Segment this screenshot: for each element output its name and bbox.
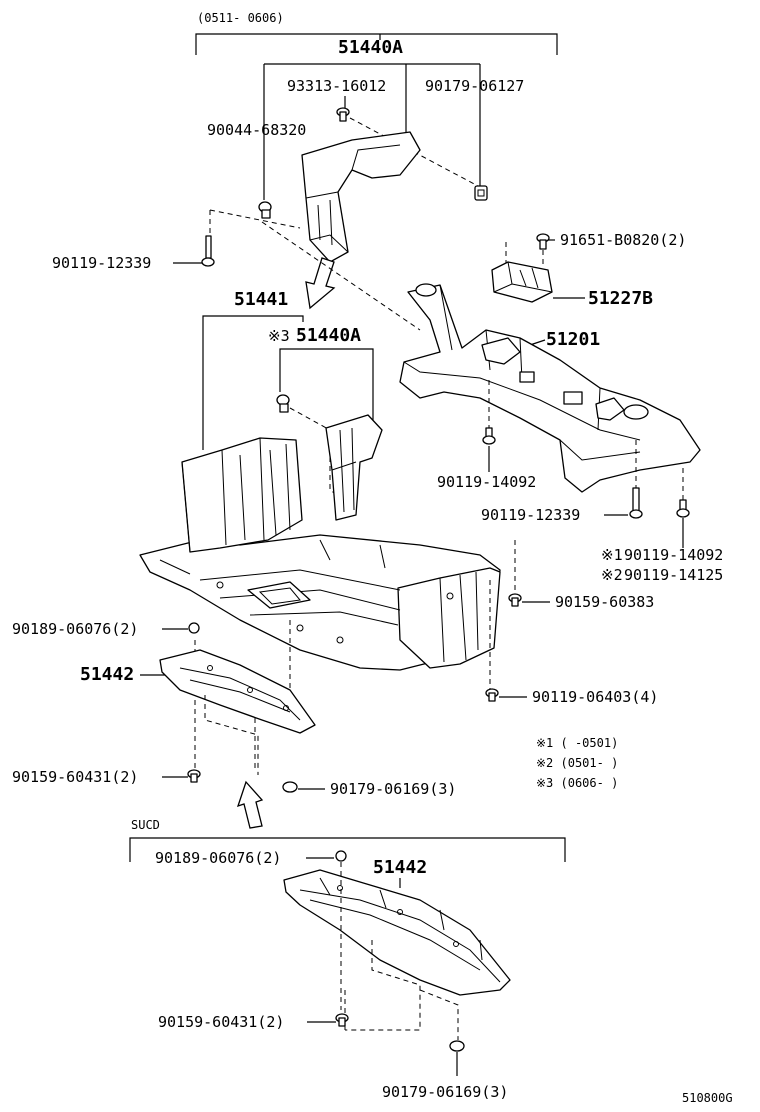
label-51441: 51441 bbox=[234, 289, 288, 310]
label-51440A-mid-mark: ※3 bbox=[268, 327, 290, 345]
leader-51440A-mid bbox=[279, 348, 374, 420]
label-sucd: SUCD bbox=[131, 818, 160, 832]
label-90189-06076-a: 90189-06076(2) bbox=[12, 620, 138, 638]
part-51442-upper bbox=[159, 649, 316, 734]
label-90119-14125: 90119-14125 bbox=[624, 566, 723, 584]
bolt-91651-B0820 bbox=[536, 233, 550, 250]
nut-90179-06169-b bbox=[449, 1040, 465, 1052]
label-note2-mark: ※2 bbox=[601, 566, 623, 584]
bolt-90119-14092-a bbox=[482, 427, 496, 445]
label-51442-a: 51442 bbox=[80, 664, 134, 685]
note-2: ※2 (0501- ) bbox=[536, 756, 618, 770]
bolt-90159-60431-b bbox=[335, 1013, 349, 1027]
nut-90179-06169-a bbox=[282, 781, 298, 793]
label-90119-12339-a: 90119-12339 bbox=[52, 254, 151, 272]
bolt-93313-16012 bbox=[336, 107, 350, 122]
note-3: ※3 (0606- ) bbox=[536, 776, 618, 790]
bolt-90119-12339-b bbox=[629, 487, 643, 519]
leader-51441 bbox=[202, 315, 304, 450]
part-51441-undercover bbox=[139, 437, 501, 671]
label-90119-14092-b: 90119-14092 bbox=[624, 546, 723, 564]
bolt-90119-06403 bbox=[485, 688, 499, 702]
bolt-90119-12339-a bbox=[201, 235, 215, 267]
note-1: ※1 ( -0501) bbox=[536, 736, 618, 750]
label-90119-14092-a: 90119-14092 bbox=[437, 473, 536, 491]
bolt-90159-60383 bbox=[508, 593, 522, 607]
label-90179-06169-a: 90179-06169(3) bbox=[330, 780, 456, 798]
label-51442-b: 51442 bbox=[373, 857, 427, 878]
label-90179-06169-b: 90179-06169(3) bbox=[382, 1083, 508, 1101]
label-90044-68320: 90044-68320 bbox=[207, 121, 306, 139]
part-51440A-top bbox=[301, 131, 421, 263]
label-90179-06127: 90179-06127 bbox=[425, 77, 524, 95]
label-93313-16012: 93313-16012 bbox=[287, 77, 386, 95]
part-51440A-mid bbox=[325, 414, 383, 521]
part-51227B bbox=[491, 261, 553, 303]
label-range-top: (0511- 0606) bbox=[197, 11, 284, 25]
label-91651-B0820: 91651-B0820(2) bbox=[560, 231, 686, 249]
label-90119-06403: 90119-06403(4) bbox=[532, 688, 658, 706]
label-51227B: 51227B bbox=[588, 288, 653, 309]
part-51201-crossmember bbox=[399, 283, 701, 493]
clip-90044-68320 bbox=[258, 201, 272, 219]
label-90159-60431-a: 90159-60431(2) bbox=[12, 768, 138, 786]
label-51201: 51201 bbox=[546, 329, 600, 350]
arrow-sucd-to-51442 bbox=[236, 780, 264, 829]
label-90189-06076-b: 90189-06076(2) bbox=[155, 849, 281, 867]
label-90159-60383: 90159-60383 bbox=[555, 593, 654, 611]
nut-90189-06076-a bbox=[188, 622, 200, 634]
clip-51440A-mid bbox=[276, 394, 290, 413]
nut-90189-06076-b bbox=[335, 850, 347, 862]
bolt-90159-60431-a bbox=[187, 769, 201, 783]
label-51440A-top: 51440A bbox=[338, 37, 403, 58]
arrow-51440A-to-51441 bbox=[305, 257, 336, 310]
nut-90179-06127 bbox=[474, 185, 488, 201]
label-note1-mark: ※1 bbox=[601, 546, 623, 564]
bracket-range-top bbox=[195, 33, 558, 55]
bracket-sucd bbox=[129, 837, 566, 862]
label-90159-60431-b: 90159-60431(2) bbox=[158, 1013, 284, 1031]
label-51440A-mid: 51440A bbox=[296, 325, 361, 346]
label-90119-12339-b: 90119-12339 bbox=[481, 506, 580, 524]
figure-code: 510800G bbox=[682, 1091, 733, 1105]
part-51442-lower bbox=[283, 869, 511, 996]
bolt-90119-14092-b bbox=[676, 499, 690, 518]
